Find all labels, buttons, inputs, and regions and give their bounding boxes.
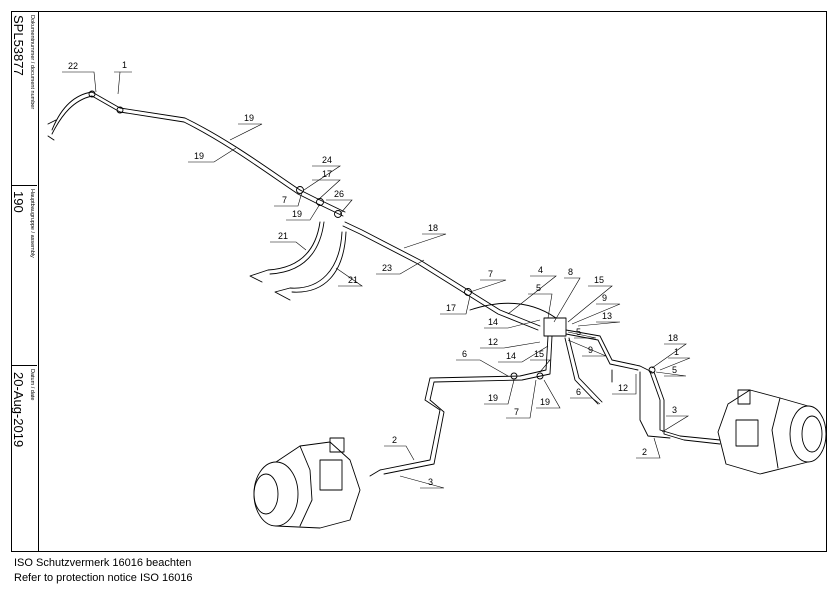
callout-label: 24 <box>322 155 332 165</box>
callout-label: 1 <box>674 347 679 357</box>
callout-label: 12 <box>618 383 628 393</box>
callout-label: 21 <box>278 231 288 241</box>
callout-label: 3 <box>672 405 677 415</box>
callout-label: 7 <box>514 407 519 417</box>
document-number-caption: Dokumentnummer / document number <box>29 15 35 110</box>
assembly-value: 190 <box>11 191 26 213</box>
left-wheel-motor <box>253 437 361 529</box>
callout-label: 2 <box>392 435 397 445</box>
callout-label: 5 <box>672 365 677 375</box>
callout-label: 4 <box>538 265 543 275</box>
callout-label: 6 <box>576 387 581 397</box>
callout-label: 12 <box>488 337 498 347</box>
callout-label: 19 <box>488 393 498 403</box>
document-number-value: SPL53877 <box>11 15 26 76</box>
callout-label: 6 <box>462 349 467 359</box>
callout-label: 19 <box>194 151 204 161</box>
hose-21-right <box>274 231 343 301</box>
callout-label: 19 <box>292 209 302 219</box>
callout-label: 8 <box>568 267 573 277</box>
hose-21-left <box>249 221 321 283</box>
hydraulic-line-right-motor <box>649 371 721 441</box>
callout-label: 1 <box>122 60 127 70</box>
protection-notice-english: Refer to protection notice ISO 16016 <box>14 572 193 584</box>
assembly-caption: Hauptbaugruppe / assembly <box>29 189 35 258</box>
callout-label: 14 <box>488 317 498 327</box>
valve-block <box>543 317 567 337</box>
callout-label: 18 <box>428 223 438 233</box>
protection-notice-german: ISO Schutzvermerk 16016 beachten <box>14 557 192 569</box>
date-cell: Datum / date 20-Aug-2019 <box>11 366 37 552</box>
callout-label: 21 <box>348 275 358 285</box>
callout-label: 9 <box>588 345 593 355</box>
callout-label: 14 <box>506 351 516 361</box>
callout-label: 17 <box>322 169 332 179</box>
callout-label: 13 <box>602 311 612 321</box>
callout-label: 7 <box>488 269 493 279</box>
hydraulic-line-upper <box>51 91 301 191</box>
right-wheel-motor <box>717 389 826 475</box>
date-caption: Datum / date <box>29 369 35 401</box>
hydraulic-line-drawing: 22 1 19 19 24 17 7 19 26 21 21 18 23 7 1… <box>47 60 826 529</box>
callout-label: 7 <box>282 195 287 205</box>
callout-label: 18 <box>668 333 678 343</box>
callout-label: 3 <box>428 477 433 487</box>
callout-label: 5 <box>536 283 541 293</box>
callout-label: 19 <box>244 113 254 123</box>
callout-label: 23 <box>382 263 392 273</box>
date-value: 20-Aug-2019 <box>11 372 26 448</box>
callout-label: 17 <box>446 303 456 313</box>
hydraulic-line-left-motor <box>369 335 549 477</box>
callout-labels: 22 1 19 19 24 17 7 19 26 21 21 18 23 7 1… <box>68 60 679 487</box>
drawing-frame <box>11 11 827 552</box>
hydraulic-line-middle <box>344 221 541 327</box>
callout-label: 5 <box>576 327 581 337</box>
title-block: Dokumentnummer / document number SPL5387… <box>11 11 39 552</box>
callout-label: 26 <box>334 189 344 199</box>
callout-label: 22 <box>68 61 78 71</box>
document-number-cell: Dokumentnummer / document number SPL5387… <box>11 11 37 186</box>
assembly-cell: Hauptbaugruppe / assembly 190 <box>11 186 37 366</box>
callout-label: 19 <box>540 397 550 407</box>
callout-label: 9 <box>602 293 607 303</box>
callout-label: 15 <box>534 349 544 359</box>
callout-label: 2 <box>642 447 647 457</box>
callout-label: 15 <box>594 275 604 285</box>
